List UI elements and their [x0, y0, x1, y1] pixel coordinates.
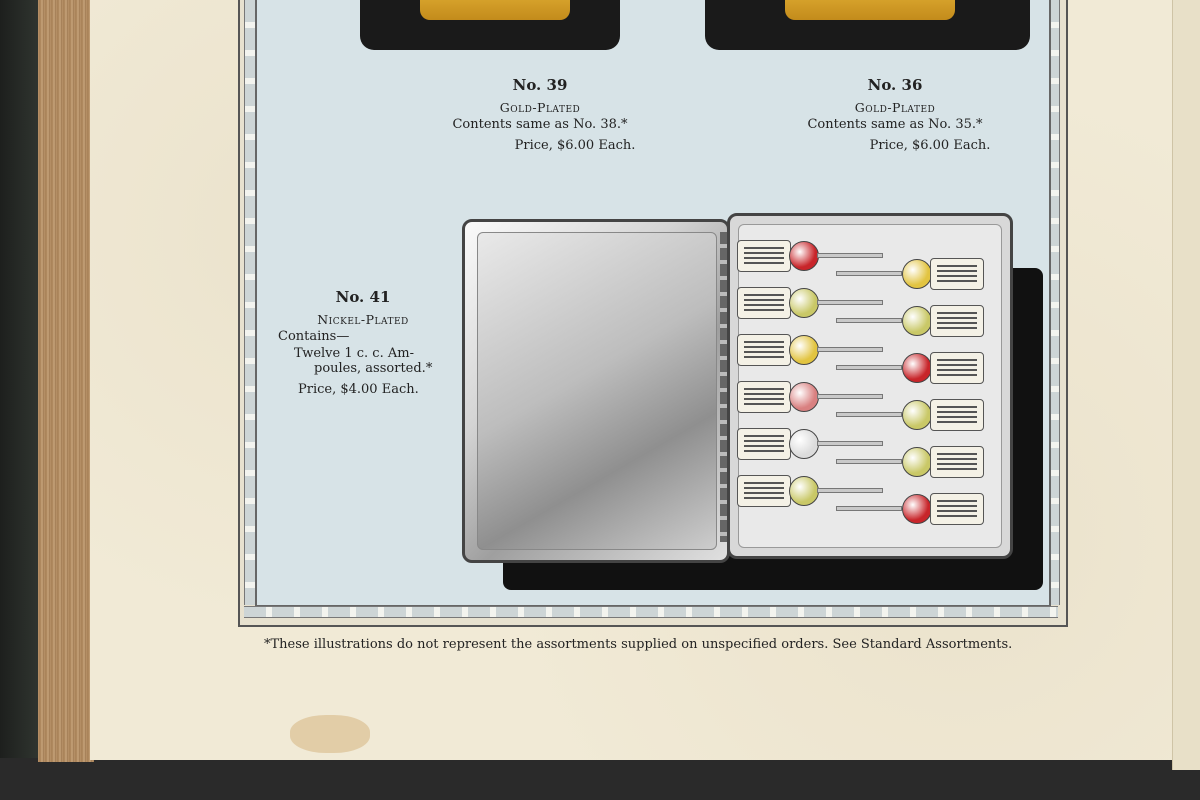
item-price: Price, $4.00 Each.	[298, 382, 419, 397]
case-illustration-no39	[360, 0, 620, 50]
item-contents: Contents same as No. 38.*	[452, 117, 628, 132]
item-number: No. 41	[335, 288, 391, 306]
item-no36: No. 36 Gold-Plated Contents same as No. …	[755, 76, 1035, 153]
item-price: Price, $6.00 Each.	[869, 138, 991, 153]
table-background	[0, 758, 1200, 800]
page-edge	[38, 0, 94, 762]
item-no39: No. 39 Gold-Plated Contents same as No. …	[400, 76, 680, 153]
item-no41: No. 41 Nickel-Plated Contains— Twelve 1 …	[278, 288, 448, 397]
contents-line-1: Twelve 1 c. c. Am-	[294, 346, 414, 361]
item-plating: Gold-Plated	[499, 100, 581, 115]
facing-page-edge	[1172, 0, 1200, 770]
item-plating: Nickel-Plated	[317, 312, 409, 327]
contents-line-2: poules, assorted.*	[314, 361, 433, 376]
item-number: No. 39	[512, 76, 568, 94]
case-illustration-no36	[705, 0, 1030, 50]
case-hinge	[720, 232, 730, 542]
case-lid	[462, 219, 730, 563]
item-number: No. 36	[867, 76, 923, 94]
footnote: *These illustrations do not represent th…	[264, 637, 1013, 652]
contains-label: Contains—	[278, 329, 350, 344]
item-contents: Contents same as No. 35.*	[807, 117, 983, 132]
item-plating: Gold-Plated	[854, 100, 936, 115]
frame-border-bottom	[244, 606, 1058, 618]
paper-stain	[290, 715, 370, 753]
item-price: Price, $6.00 Each.	[514, 138, 636, 153]
